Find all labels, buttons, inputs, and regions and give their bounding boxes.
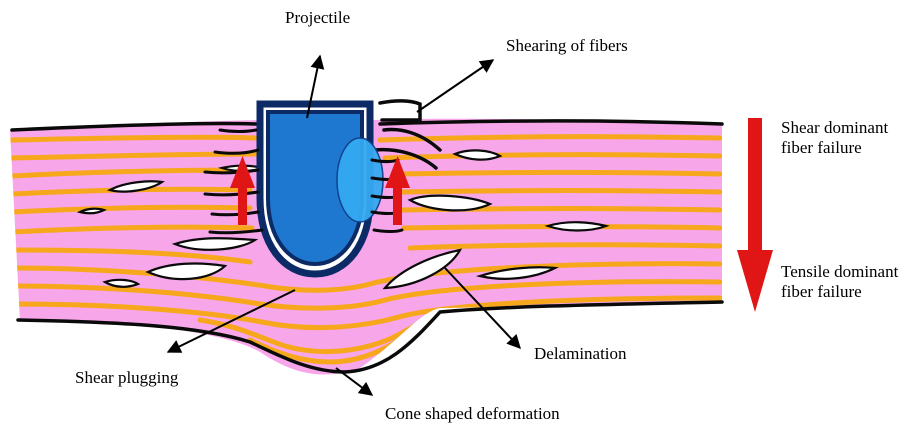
label-cone-shaped-deformation: Cone shaped deformation	[385, 404, 560, 424]
label-tensile-dominant: Tensile dominant fiber failure	[781, 262, 898, 301]
through-thickness-arrow	[737, 118, 773, 312]
sheared-fiber-end	[374, 230, 402, 232]
label-shearing-of-fibers: Shearing of fibers	[506, 36, 628, 56]
arrow-icon	[417, 60, 493, 112]
label-delamination: Delamination	[534, 344, 627, 364]
sheared-fiber-end	[372, 160, 398, 162]
delamination-void	[80, 209, 104, 214]
label-shear-dominant: Shear dominant fiber failure	[781, 118, 888, 157]
delamination-void	[548, 222, 606, 230]
sheared-fiber-end	[220, 130, 256, 132]
label-projectile: Projectile	[285, 8, 350, 28]
laminate-edge	[380, 101, 420, 120]
label-shear-plugging: Shear plugging	[75, 368, 178, 388]
